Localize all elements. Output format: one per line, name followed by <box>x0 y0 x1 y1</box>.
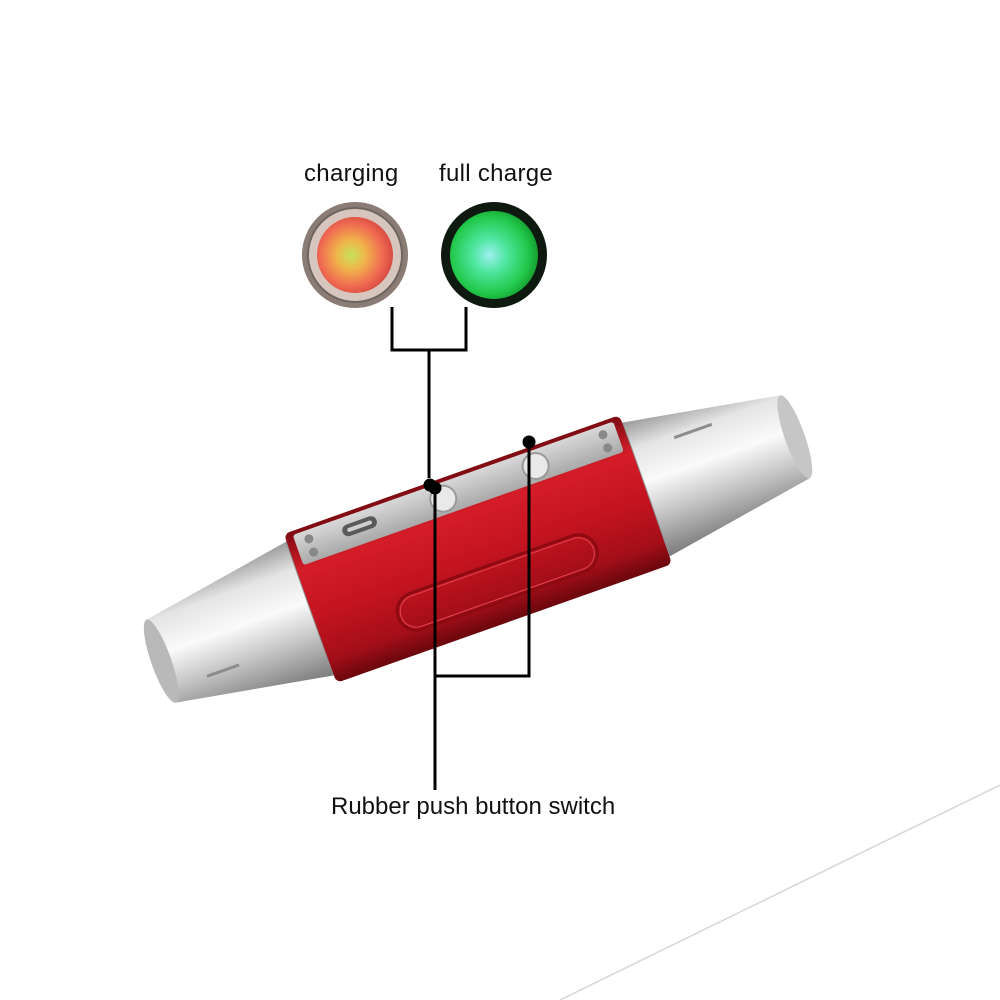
charging-label: charging <box>304 160 399 187</box>
background-edge-line <box>559 784 1000 1000</box>
flashlight <box>143 395 813 703</box>
full-charge-indicator <box>441 202 547 308</box>
switch-callout-lines <box>428 435 536 790</box>
indicator-callout-lines <box>390 307 468 492</box>
switch-label: Rubber push button switch <box>331 793 616 820</box>
full-charge-label: full charge <box>439 160 554 187</box>
left-metal-head <box>143 541 335 703</box>
charging-indicator <box>302 202 408 308</box>
red-body <box>285 416 671 682</box>
